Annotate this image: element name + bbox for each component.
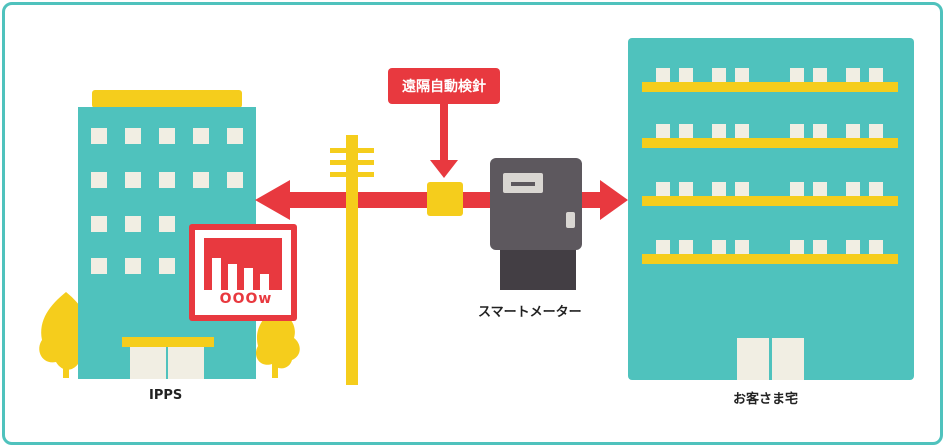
customer-floors [642,68,898,264]
ipps-windows [91,128,243,274]
meter-reading-node [427,104,463,216]
smart-meter-label: スマートメーター [478,305,582,320]
power-display-value: OOOw [219,291,273,307]
customer-building [628,38,914,380]
smart-meter-icon [490,158,582,290]
power-display-panel [189,224,297,321]
ipps-label: IPPS [149,388,183,403]
auto-meter-reading-callout: 遠隔自動検針 [388,68,500,104]
customer-home-label: お客さま宅 [733,392,799,407]
auto-meter-reading-label: 遠隔自動検針 [402,79,486,95]
utility-pole [330,135,374,385]
tree-right [255,308,300,378]
